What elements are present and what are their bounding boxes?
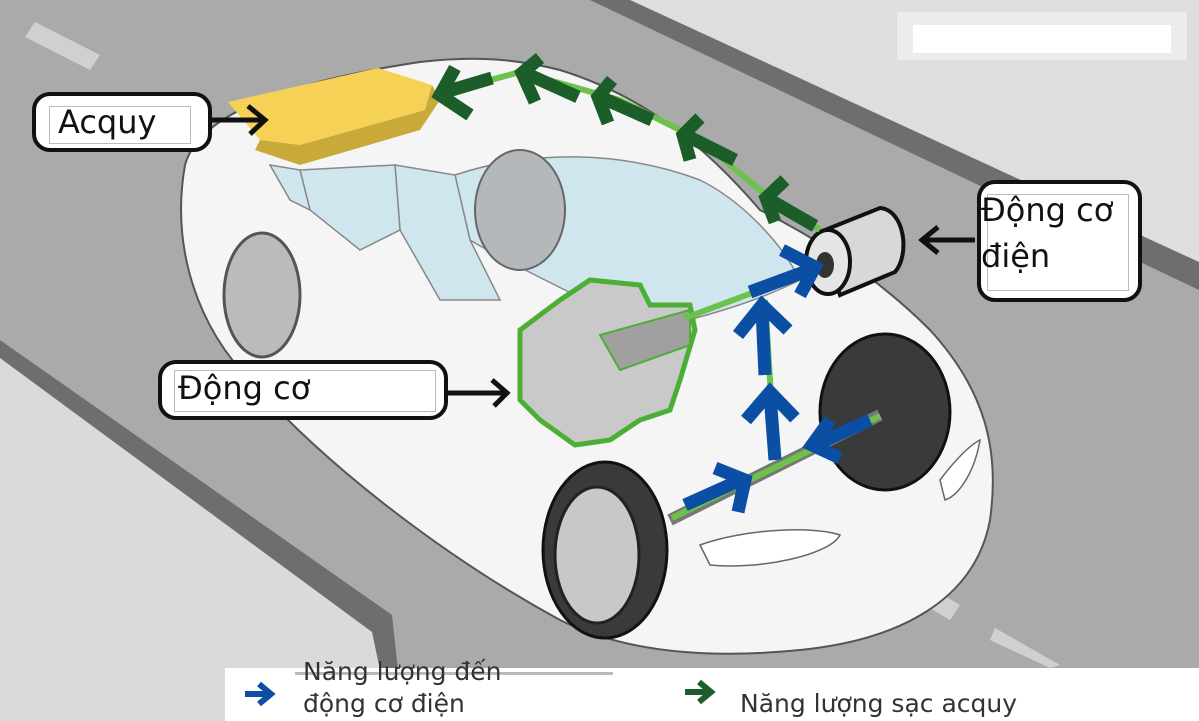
- callout-arrows: [212, 104, 975, 408]
- headlight: [698, 529, 842, 567]
- engine-block: [598, 308, 691, 372]
- title-placeholder-inner: [913, 25, 1171, 53]
- front-left-wheel-rim: [553, 485, 641, 625]
- rear-wheel: [222, 231, 302, 359]
- legend-green-label: Năng lượng sạc acquy: [740, 689, 1018, 718]
- legend-divider: [295, 672, 613, 675]
- power-arrow: [682, 461, 753, 514]
- charge-arrow: [514, 53, 581, 105]
- power-arrows: [682, 244, 873, 514]
- legend-blue-arrow-icon: [245, 681, 276, 707]
- engine-label: Động cơ: [178, 369, 311, 407]
- lane-dash: [25, 22, 100, 70]
- battery-top: [228, 68, 432, 145]
- legend-blue-line2: động cơ điện: [303, 689, 465, 718]
- electric-motor-label-line2: điện: [981, 237, 1051, 275]
- power-arrow: [741, 382, 800, 461]
- legend: Năng lượng đến động cơ điện Năng lượng s…: [225, 657, 1199, 721]
- electric-motor-label-line1: Động cơ: [981, 191, 1114, 229]
- battery-label-box: Acquy: [32, 92, 212, 152]
- charge-arrow: [431, 64, 494, 121]
- lane-dash: [990, 628, 1060, 668]
- charge-arrow: [675, 113, 738, 166]
- electric-motor-label-box: Động cơ điện: [977, 180, 1142, 302]
- battery-label: Acquy: [58, 103, 157, 141]
- charge-arrow: [758, 175, 819, 232]
- curb-left: [0, 340, 398, 670]
- legend-blue-line1: Năng lượng đến: [303, 657, 502, 686]
- rear-window: [268, 164, 312, 212]
- headlight-side: [939, 438, 981, 501]
- engine-pointer: [445, 378, 511, 408]
- title-placeholder: [897, 12, 1187, 60]
- battery-pointer: [212, 104, 269, 136]
- battery-label-inner: [49, 106, 191, 144]
- front-right-wheel: [818, 332, 952, 492]
- battery-side: [255, 85, 440, 165]
- electric-motor-label-inner: [987, 194, 1129, 291]
- power-arrow: [802, 414, 873, 464]
- power-arrow: [732, 295, 793, 376]
- electric-motor: [804, 205, 906, 298]
- legend-green-arrow-icon: [685, 679, 716, 705]
- engine-label-box: Động cơ: [158, 360, 448, 420]
- sidewalk-left: [0, 355, 390, 721]
- power-arrow: [747, 244, 824, 299]
- charge-arrow: [590, 75, 655, 126]
- charge-arrows: [431, 53, 819, 232]
- engine-label-inner: [174, 370, 436, 412]
- steering-wheel: [474, 149, 566, 271]
- motor-pointer: [918, 225, 975, 255]
